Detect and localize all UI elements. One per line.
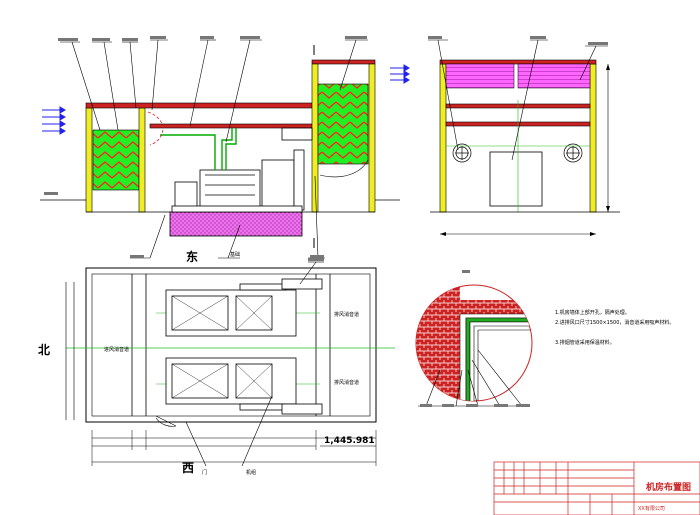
outlet-louver-right xyxy=(517,63,591,89)
plan-view xyxy=(65,258,395,467)
left-wall xyxy=(85,107,93,213)
equipment-label: 机组 xyxy=(246,469,256,476)
door-label: 门 xyxy=(202,469,207,476)
outlet-louver-left xyxy=(445,63,515,89)
annotation-marks xyxy=(44,36,367,258)
outlet-baffle xyxy=(317,83,369,165)
label-west: 西 xyxy=(182,461,194,475)
wall-detail xyxy=(415,270,533,407)
ceiling-beam xyxy=(149,123,313,129)
side-wall-right xyxy=(589,63,597,213)
intake-text: 进风消音道 xyxy=(104,346,129,353)
outlet-wall-right xyxy=(368,63,376,213)
roof-beam xyxy=(85,102,313,109)
side-section xyxy=(428,36,620,236)
dimension-label: 1,445.981 xyxy=(324,436,375,446)
exhaust-pipe xyxy=(160,128,237,170)
leader-lines xyxy=(60,39,368,259)
intake-baffle xyxy=(92,129,140,191)
side-leaders xyxy=(428,39,608,161)
base-label: 基础 xyxy=(230,251,240,258)
note-line-2: 2.进排风口尺寸1500×1500，消音道采用吸声材料。 xyxy=(555,319,674,326)
generator-set xyxy=(171,149,305,213)
company-name: XX有限公司 xyxy=(638,505,665,512)
outlet-text-upper: 排风消音道 xyxy=(334,311,359,318)
outlet-arrows xyxy=(390,64,410,84)
outlet-text-lower: 排风消音道 xyxy=(334,379,359,386)
genset-upper xyxy=(165,278,323,337)
title-block xyxy=(493,461,700,515)
fan-left xyxy=(452,143,472,163)
label-east: 东 xyxy=(186,249,198,264)
inner-wall xyxy=(138,107,146,213)
note-line-3: 3.排烟管道采用保温材料。 xyxy=(555,339,615,346)
note-line-1: 1.机房墙体上部开孔，隔声处理。 xyxy=(555,309,630,316)
genset-lower xyxy=(165,357,323,415)
side-wall-left xyxy=(439,63,447,213)
label-north: 北 xyxy=(38,342,50,357)
silencer xyxy=(281,127,313,141)
outlet-wall-left xyxy=(311,63,319,213)
door-swing xyxy=(155,415,177,427)
equipment-base xyxy=(169,211,303,237)
plan-leaders xyxy=(185,261,324,467)
drawing-title: 机房布置图 xyxy=(646,481,691,493)
generator-end-view xyxy=(489,151,543,207)
fan-right xyxy=(563,143,583,163)
front-elevation xyxy=(40,36,410,259)
intake-arrows xyxy=(42,106,66,135)
room-outline xyxy=(85,267,377,423)
outlet-roof-beam xyxy=(311,59,376,65)
